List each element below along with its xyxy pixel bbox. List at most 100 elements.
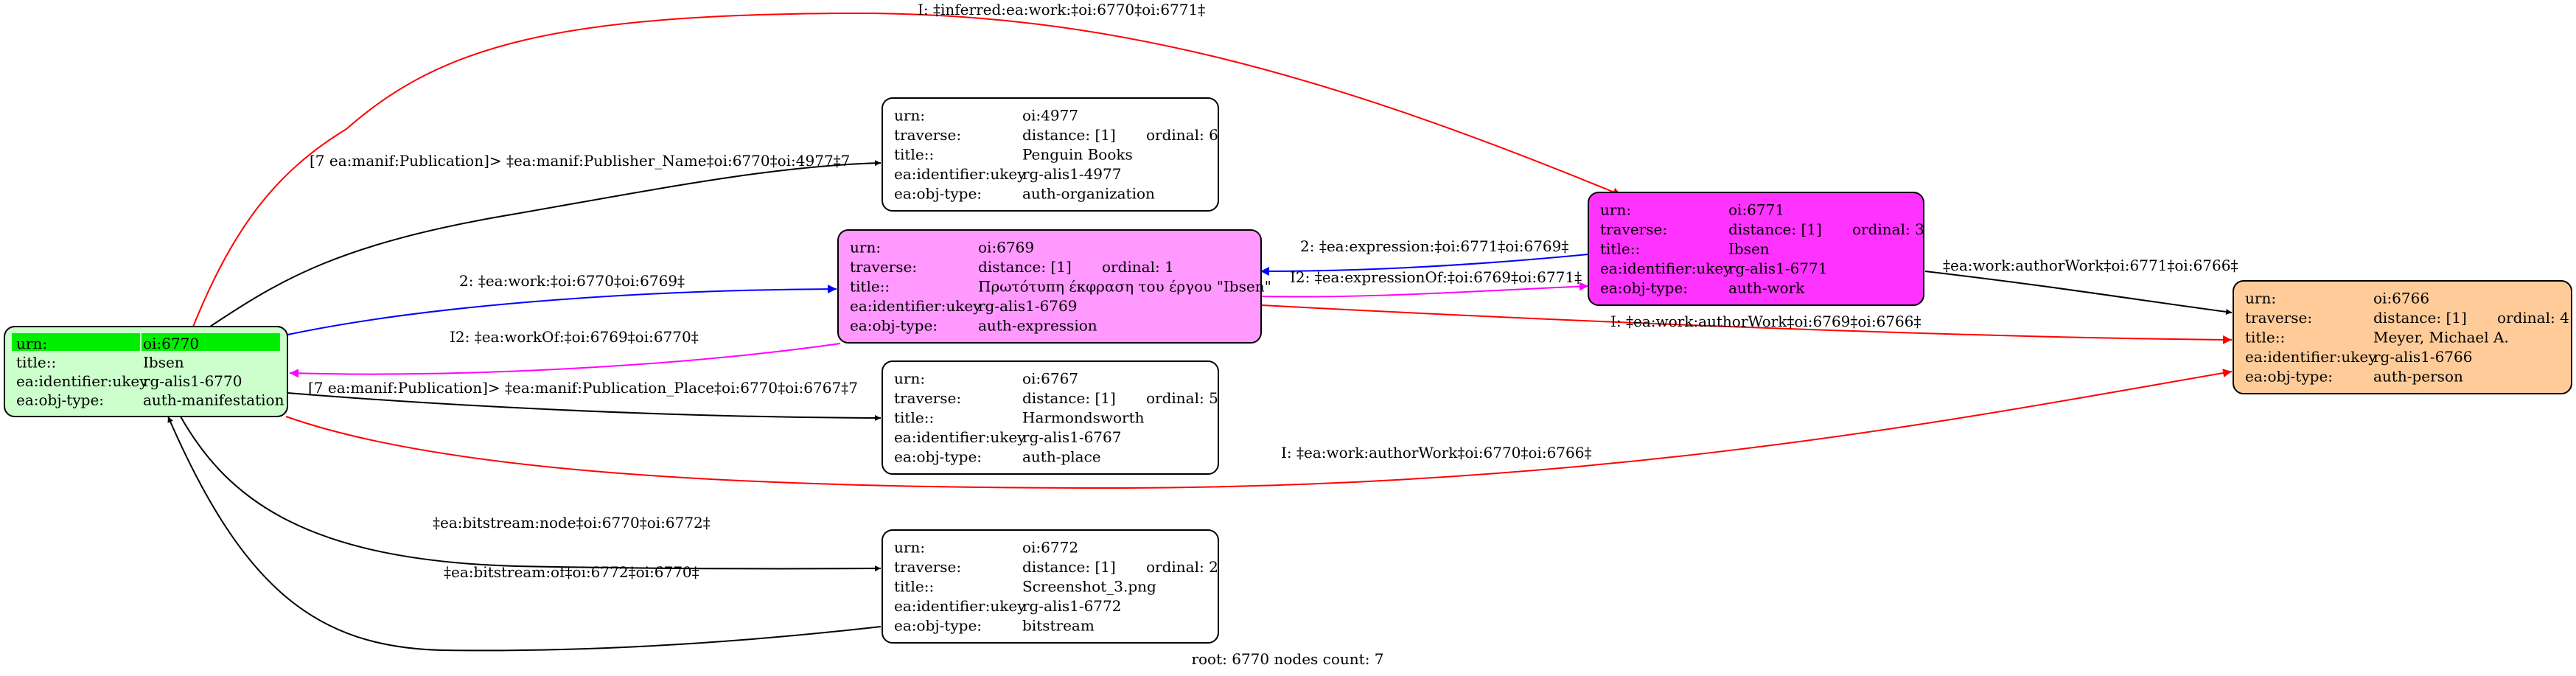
node-field-value: distance: [1] bbox=[978, 258, 1072, 276]
node-box bbox=[882, 529, 1219, 644]
node-field-value: auth-organization bbox=[1022, 185, 1155, 203]
edge-bitstream-node bbox=[180, 416, 882, 572]
node-field-value: ordinal: 4 bbox=[2497, 309, 2569, 327]
node-field-key: urn: bbox=[894, 106, 925, 124]
node-field-value: auth-expression bbox=[978, 317, 1097, 335]
node-field-value: distance: [1] bbox=[2373, 309, 2467, 327]
node-field-value: ordinal: 6 bbox=[1146, 126, 1218, 144]
node-field-key: ea:obj-type: bbox=[2245, 368, 2333, 386]
node-field-value: distance: [1] bbox=[1022, 558, 1116, 576]
node-field-value: ordinal: 2 bbox=[1146, 558, 1218, 576]
node-field-value: ordinal: 5 bbox=[1146, 389, 1218, 407]
node-field-value: ordinal: 1 bbox=[1102, 258, 1174, 276]
node-field-key: ea:obj-type: bbox=[16, 391, 104, 408]
node-oi-6770: urn:oi:6770title::Ibsenea:identifier:uke… bbox=[4, 326, 288, 417]
node-box bbox=[882, 97, 1219, 212]
edge-label-author-work-6770: I: ‡ea:work:authorWork‡oi:6770‡oi:6766‡ bbox=[1281, 444, 1591, 461]
node-field-key: traverse: bbox=[894, 126, 961, 144]
node-field-key: ea:identifier:ukey bbox=[850, 297, 982, 315]
edge-expression bbox=[1260, 254, 1589, 276]
edge-expression-of bbox=[1261, 282, 1589, 298]
edge-work-of bbox=[289, 343, 841, 378]
edge-label-author-work-6771: ‡ea:work:authorWork‡oi:6771‡oi:6766‡ bbox=[1943, 257, 2238, 274]
node-field-value: distance: [1] bbox=[1728, 220, 1822, 238]
node-field-value: rg-alis1-6769 bbox=[978, 297, 1077, 315]
edge-bitstream-of bbox=[167, 416, 882, 652]
node-field-value: Penguin Books bbox=[1022, 146, 1133, 164]
node-field-value: ordinal: 3 bbox=[1852, 220, 1924, 238]
node-oi-6769: urn: oi:6769 traverse: distance: [1] ordinal… bbox=[837, 229, 1271, 344]
node-field-key: title:: bbox=[1600, 240, 1640, 258]
node-field-key: ea:obj-type: bbox=[894, 185, 982, 203]
edge-label-expression: 2: ‡ea:expression:‡oi:6771‡oi:6769‡ bbox=[1300, 237, 1568, 255]
edge-label-publisher: [7 ea:manif:Publication]> ‡ea:manif:Publ… bbox=[310, 152, 850, 170]
node-field-value: Harmondsworth bbox=[1022, 409, 1145, 427]
node-field-key: urn: bbox=[16, 335, 47, 352]
node-field-key: ea:identifier:ukey bbox=[894, 165, 1026, 183]
edge-inferred-work bbox=[192, 12, 1622, 327]
node-field-key: title:: bbox=[894, 578, 934, 596]
node-field-key: traverse: bbox=[2245, 309, 2312, 327]
node-field-key: traverse: bbox=[850, 258, 917, 276]
edge-author-work-6771 bbox=[1924, 271, 2233, 315]
node-field-key: ea:identifier:ukey bbox=[2245, 348, 2377, 366]
node-field-value: rg-alis1-6770 bbox=[143, 372, 242, 390]
node-field-value: auth-work bbox=[1728, 279, 1805, 297]
edge-label-bitstream-of: ‡ea:bitstream:of‡oi:6772‡oi:6770‡ bbox=[444, 563, 699, 581]
node-field-key: traverse: bbox=[894, 558, 961, 576]
node-field-key: title:: bbox=[894, 146, 934, 164]
node-field-value: rg-alis1-6771 bbox=[1728, 259, 1827, 277]
node-field-value: auth-manifestation bbox=[143, 391, 285, 408]
node-field-value: Meyer, Michael A. bbox=[2373, 329, 2509, 346]
node-field-key: title:: bbox=[894, 409, 934, 427]
node-field-value: distance: [1] bbox=[1022, 126, 1116, 144]
node-field-value: oi:6769 bbox=[978, 238, 1034, 256]
edge-label-expression-of: I2: ‡ea:expressionOf:‡oi:6769‡oi:6771‡ bbox=[1290, 268, 1582, 286]
node-field-value: auth-place bbox=[1022, 448, 1101, 466]
nodes: urn:oi:6770title::Ibsenea:identifier:uke… bbox=[4, 97, 2572, 644]
node-box bbox=[2233, 280, 2572, 394]
edge-author-work-6769 bbox=[1261, 304, 2233, 344]
node-field-value: rg-alis1-6767 bbox=[1022, 428, 1121, 446]
node-field-value: Ibsen bbox=[1728, 240, 1770, 258]
edge-label-pub-place: [7 ea:manif:Publication]> ‡ea:manif:Publ… bbox=[308, 379, 858, 397]
edge-author-work-6770 bbox=[285, 369, 2233, 489]
node-field-key: title:: bbox=[2245, 329, 2285, 346]
node-field-value: oi:6767 bbox=[1022, 369, 1078, 387]
edges: I: ‡inferred:ea:work:‡oi:6770‡oi:6771‡ [… bbox=[167, 1, 2238, 652]
node-field-key: ea:identifier:ukey bbox=[894, 428, 1026, 446]
node-oi-6766: urn: oi:6766 traverse: distance: [1] ordinal… bbox=[2233, 280, 2572, 394]
node-field-key: title:: bbox=[16, 353, 56, 371]
node-field-value: rg-alis1-4977 bbox=[1022, 165, 1121, 183]
node-field-key: ea:obj-type: bbox=[1600, 279, 1688, 297]
edge-label-inferred-work: I: ‡inferred:ea:work:‡oi:6770‡oi:6771‡ bbox=[918, 1, 1205, 18]
node-field-value: Ibsen bbox=[143, 353, 184, 371]
node-field-key: traverse: bbox=[894, 389, 961, 407]
node-box bbox=[837, 229, 1262, 344]
node-field-value: bitstream bbox=[1022, 617, 1095, 635]
node-field-key: ea:identifier:ukey bbox=[894, 597, 1026, 615]
node-field-value: oi:6766 bbox=[2373, 289, 2429, 307]
node-field-value: Screenshot_3.png bbox=[1022, 578, 1156, 596]
node-field-value: distance: [1] bbox=[1022, 389, 1116, 407]
node-field-key: ea:obj-type: bbox=[894, 617, 982, 635]
node-field-value: rg-alis1-6766 bbox=[2373, 348, 2472, 366]
node-box bbox=[1588, 192, 1924, 306]
node-field-key: ea:identifier:ukey bbox=[1600, 259, 1732, 277]
node-field-key: ea:obj-type: bbox=[850, 317, 938, 335]
node-field-key: urn: bbox=[850, 238, 881, 256]
edge-label-work-of: I2: ‡ea:workOf:‡oi:6769‡oi:6770‡ bbox=[450, 328, 699, 346]
node-field-key: title:: bbox=[850, 278, 890, 296]
edge-pub-place bbox=[287, 392, 882, 421]
node-field-value: auth-person bbox=[2373, 368, 2463, 386]
node-field-key: traverse: bbox=[1600, 220, 1667, 238]
urn-header-cell bbox=[142, 333, 280, 351]
node-field-key: urn: bbox=[1600, 201, 1631, 218]
node-field-key: urn: bbox=[2245, 289, 2276, 307]
edge-label-work: 2: ‡ea:work:‡oi:6770‡oi:6769‡ bbox=[459, 272, 685, 290]
